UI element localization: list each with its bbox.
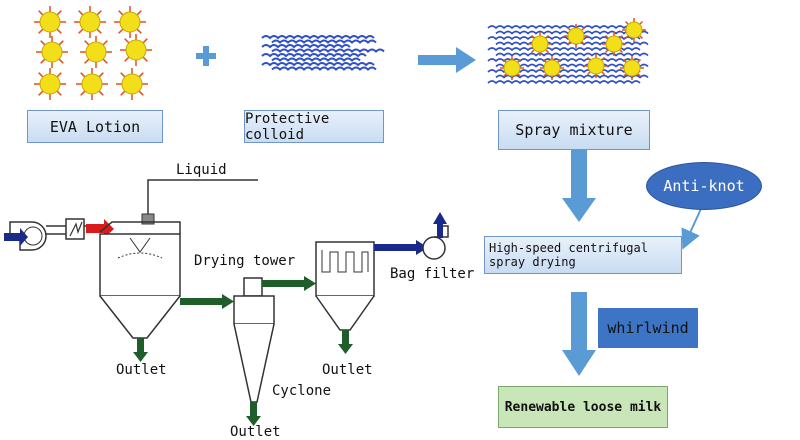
bag-filter-label: Bag filter: [390, 266, 475, 282]
product-box: Renewable loose milk: [498, 386, 668, 428]
outlet-tower-label: Outlet: [116, 362, 167, 378]
feed-nozzle: [141, 213, 155, 225]
eva-lotion-label: EVA Lotion: [27, 110, 163, 143]
spray-drying-line2: spray drying: [489, 255, 576, 269]
drying-tower-icon: [99, 221, 181, 339]
spray-drying-box: High-speed centrifugal spray drying: [484, 236, 682, 274]
cyclone-label: Cyclone: [272, 383, 332, 399]
outlet-filter-label: Outlet: [322, 362, 373, 378]
exhaust-fan-icon: [422, 212, 449, 260]
protective-colloid-label: Protective colloid: [244, 110, 384, 143]
spray-mixture-icon: [487, 18, 649, 85]
drying-tower-label: Drying tower: [194, 253, 296, 269]
eva-particles-icon: [34, 6, 152, 100]
arrow-down-icon: [562, 150, 596, 222]
liquid-feed-line: [147, 179, 258, 218]
arrow-right-icon: [418, 47, 476, 73]
outlet-cyclone-label: Outlet: [230, 424, 281, 440]
spray-drying-line1: High-speed centrifugal: [489, 241, 648, 255]
cyclone-icon: [233, 277, 275, 403]
bag-filter-icon: [315, 241, 375, 331]
anti-knot-oval: Anti-knot: [646, 162, 762, 210]
inlet-blower-icon: [4, 221, 47, 251]
arrow-down-icon: [562, 292, 596, 376]
liquid-label: Liquid: [176, 162, 227, 178]
spray-mixture-label: Spray mixture: [498, 110, 650, 150]
whirlwind-box: whirlwind: [598, 308, 698, 348]
air-heater: [65, 218, 85, 240]
colloid-fibers-icon: [261, 35, 385, 71]
plus-icon: [196, 46, 216, 66]
